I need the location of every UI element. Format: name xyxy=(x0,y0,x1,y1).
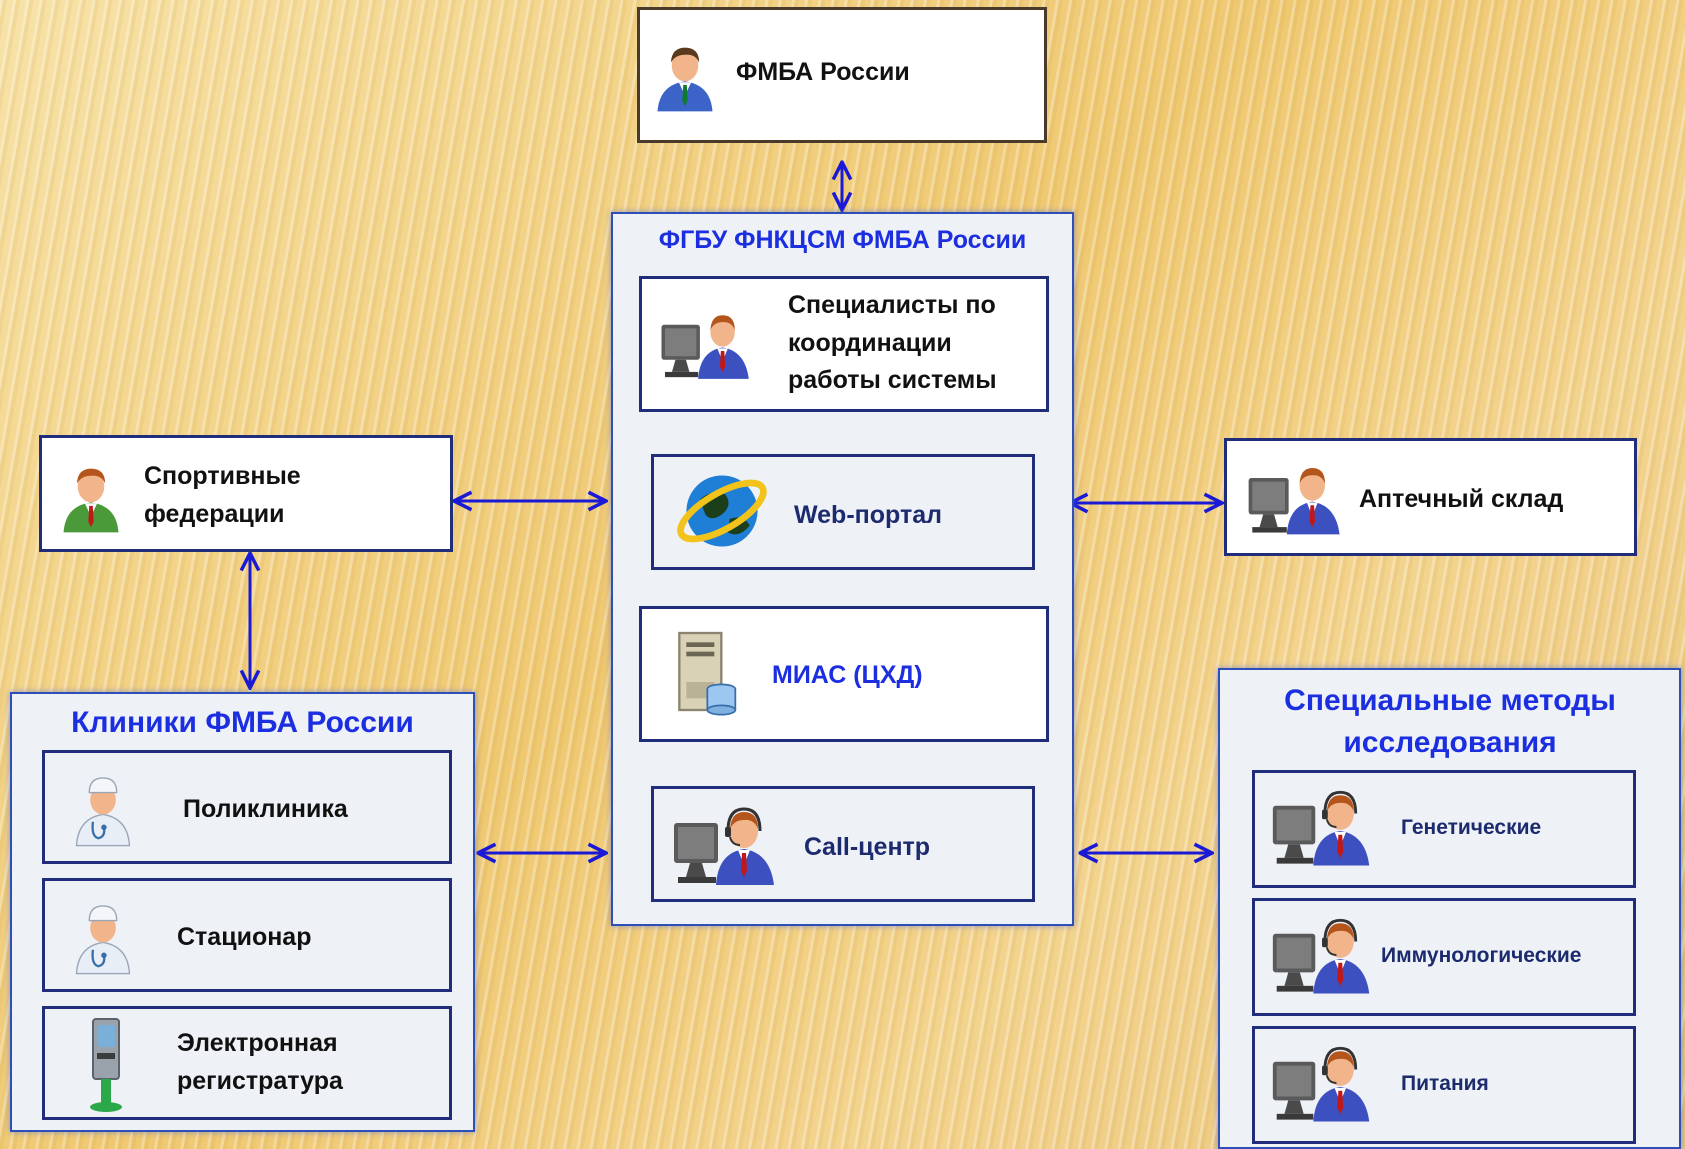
clinic-item: Электронная регистратура xyxy=(42,1006,452,1120)
method-item-label: Генетические xyxy=(1401,816,1542,839)
specialists-label: Специалисты по координации работы систем… xyxy=(788,291,997,394)
special-methods-title: Специальные методы исследования xyxy=(1284,684,1616,759)
sport-federations-box: Спортивные федерации xyxy=(39,435,453,552)
fgbu-panel: ФГБУ ФНКЦСМ ФМБА России Специалисты по к… xyxy=(611,212,1074,926)
method-item-label: Питания xyxy=(1401,1072,1489,1095)
web-portal-box: Web-портал xyxy=(651,454,1035,570)
call-center-box: Call-центр xyxy=(651,786,1035,902)
operator-headset-icon xyxy=(1269,915,1375,995)
mias-label: МИАС (ЦХД) xyxy=(772,661,923,689)
call-center-label: Call-центр xyxy=(804,833,931,861)
fgbu-title: ФГБУ ФНКЦСМ ФМБА России xyxy=(658,226,1027,254)
special-methods-panel: Специальные методы исследования Генетиче… xyxy=(1218,668,1681,1149)
clinics-title: Клиники ФМБА России xyxy=(71,706,414,739)
clinic-item-label: Стационар xyxy=(177,923,312,951)
clinics-panel: Клиники ФМБА России Поликлиника Стациона… xyxy=(10,692,475,1132)
operator-icon xyxy=(658,307,754,381)
doctor-icon xyxy=(71,767,135,851)
pharmacy-label: Аптечный склад xyxy=(1359,485,1564,513)
clinic-item: Поликлиника xyxy=(42,750,452,864)
person-icon xyxy=(60,454,122,540)
operator-headset-icon xyxy=(1269,787,1375,867)
doctor-icon xyxy=(71,895,135,979)
fmba-label: ФМБА России xyxy=(736,58,910,86)
method-item-label: Иммунологические xyxy=(1381,944,1582,967)
kiosk-icon xyxy=(81,1015,131,1115)
method-item: Генетические xyxy=(1252,770,1636,888)
mias-box: МИАС (ЦХД) xyxy=(639,606,1049,742)
specialists-box: Специалисты по координации работы систем… xyxy=(639,276,1049,412)
clinic-item-label: Поликлиника xyxy=(183,795,348,823)
globe-icon xyxy=(672,461,772,561)
clinic-item-label: Электронная регистратура xyxy=(177,1029,343,1095)
operator-icon xyxy=(1245,461,1345,535)
web-portal-label: Web-портал xyxy=(794,501,942,529)
server-icon xyxy=(670,627,740,723)
operator-headset-icon xyxy=(670,805,780,885)
clinic-item: Стационар xyxy=(42,878,452,992)
method-item: Иммунологические xyxy=(1252,898,1636,1016)
person-icon xyxy=(654,32,716,120)
method-item: Питания xyxy=(1252,1026,1636,1144)
operator-headset-icon xyxy=(1269,1043,1375,1123)
pharmacy-box: Аптечный склад xyxy=(1224,438,1637,556)
fmba-box: ФМБА России xyxy=(637,7,1047,143)
sport-federations-label: Спортивные федерации xyxy=(144,462,301,528)
